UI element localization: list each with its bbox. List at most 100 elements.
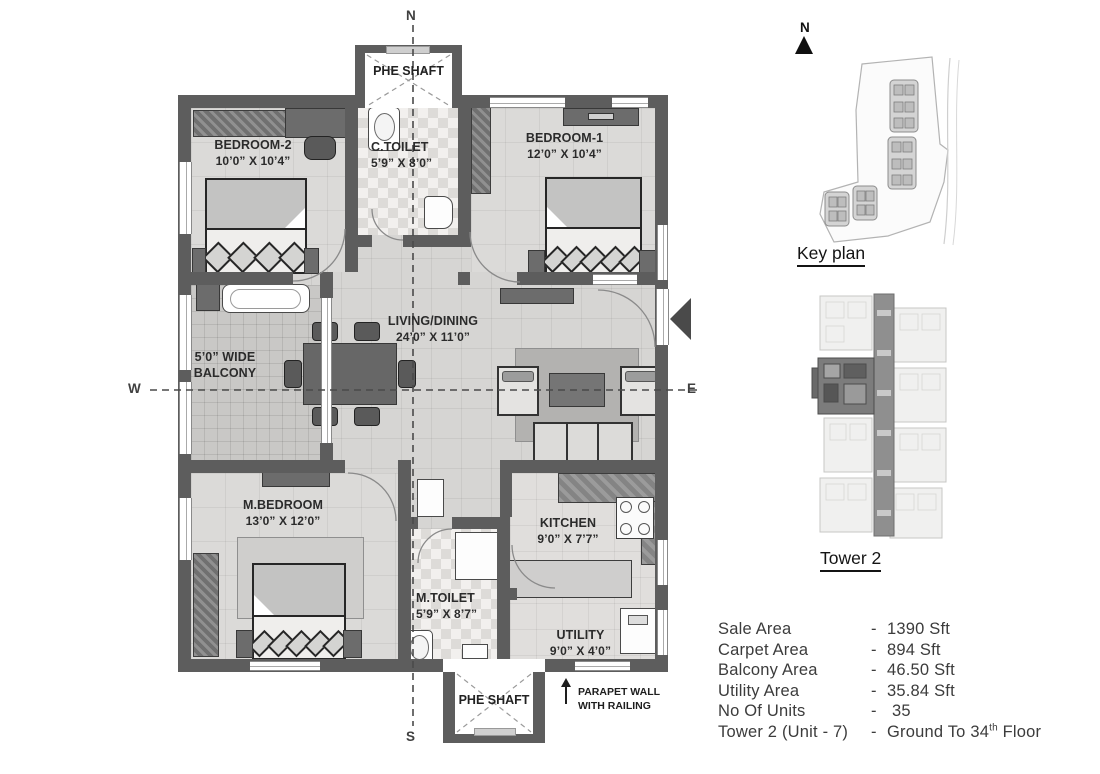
wall (403, 235, 458, 247)
wall (355, 45, 365, 108)
blanket-fold (547, 207, 567, 227)
room-dims: 5’9” X 8’7” (416, 607, 478, 621)
bedroom1-label: BEDROOM-1 12’0” X 10’4” (497, 130, 632, 162)
parapet-note: PARAPET WALL WITH RAILING (578, 686, 660, 713)
area-label: Tower 2 (Unit - 7) (718, 722, 849, 741)
wall (500, 460, 512, 517)
dining-chair (354, 407, 380, 426)
dash: - (871, 620, 877, 638)
area-label: Carpet Area (718, 640, 809, 659)
area-row-sale: Sale Area - 1390 Sft (718, 619, 1090, 640)
utility-label: UTILITY 9’0” X 4’0” (538, 627, 623, 659)
wall (458, 108, 471, 247)
dining-chair (284, 360, 302, 388)
balcony-cabinet (196, 283, 220, 311)
wall (398, 460, 411, 672)
wall (191, 272, 293, 285)
wall (503, 588, 517, 600)
area-details: Sale Area - 1390 Sft Carpet Area - 894 S… (718, 619, 1090, 743)
area-value: 894 Sft (887, 640, 941, 659)
stove (616, 497, 654, 539)
dining-chair (398, 360, 416, 388)
wall (452, 45, 462, 108)
parapet-line1: PARAPET WALL (578, 686, 661, 698)
bed-bedroom1 (541, 177, 646, 276)
dash: - (871, 681, 877, 700)
nightstand (639, 250, 656, 274)
compass-north: N (406, 8, 416, 23)
window (179, 382, 192, 454)
window (250, 661, 320, 671)
mbedroom-label: M.BEDROOM 13’0” X 12’0” (213, 497, 353, 529)
window (612, 97, 648, 108)
area-label: Sale Area (718, 620, 792, 638)
washbasin-mtoilet (462, 644, 488, 659)
room-dims: 9’0” X 4’0” (549, 644, 612, 658)
room-dims: 10’0” X 10’4” (215, 154, 291, 168)
parapet-arrow-stem (565, 686, 567, 704)
window (657, 225, 668, 280)
wall (320, 272, 333, 298)
compass-west: W (128, 381, 141, 396)
room-name: KITCHEN (539, 516, 597, 530)
entrance-arrow-icon (670, 298, 691, 340)
area-label: Balcony Area (718, 661, 818, 680)
phe-shaft-top-label: PHE SHAFT (373, 64, 444, 78)
wall (533, 672, 545, 743)
tower2-label: Tower 2 (820, 548, 882, 572)
parapet-line2: WITH RAILING (578, 699, 651, 712)
area-row-utility: Utility Area - 35.84 Sft (718, 681, 1090, 702)
room-dims: 13’0” X 12’0” (245, 514, 321, 528)
sofa (533, 422, 633, 463)
wall (191, 460, 345, 473)
key-plan-sketch (819, 56, 960, 246)
key-plan-label: Key plan (797, 243, 866, 267)
balcony-slider-window (321, 298, 332, 443)
nightstand (192, 248, 206, 274)
pillows (202, 241, 310, 274)
area-value: Ground To 34th Floor (887, 722, 1042, 741)
dresser-handle (588, 113, 614, 120)
area-row-units: No Of Units - 35 (718, 701, 1090, 722)
pillows (541, 243, 646, 274)
compass-south: S (406, 729, 416, 744)
area-value: 46.50 Sft (887, 661, 955, 680)
washbasin-ctoilet (424, 196, 453, 229)
window (179, 162, 192, 234)
area-row-floors: Tower 2 (Unit - 7) - Ground To 34th Floo… (718, 722, 1090, 743)
room-name: BEDROOM-2 (214, 138, 292, 152)
tv-console (500, 288, 574, 304)
room-name: BEDROOM-1 (525, 131, 604, 145)
room-name: LIVING/DINING (387, 314, 479, 328)
desk-chair-bedroom2 (304, 136, 336, 160)
dash: - (871, 661, 877, 680)
mtoilet-label: M.TOILET 5’9” X 8’7” (416, 590, 508, 622)
shower-tray (455, 532, 499, 580)
wall (655, 95, 668, 672)
area-value: 35.84 Sft (887, 681, 955, 700)
room-name: UTILITY (556, 628, 605, 642)
washing-machine-panel (628, 615, 648, 625)
wall (458, 272, 470, 285)
area-label: Utility Area (718, 681, 800, 700)
wall (443, 734, 545, 743)
shaft-vent (474, 728, 516, 736)
nightstand (528, 250, 545, 274)
washing-machine (620, 608, 656, 654)
area-value: 1390 Sft (887, 620, 951, 638)
wardrobe-bedroom2 (193, 110, 287, 137)
window (657, 610, 668, 655)
coffee-table (549, 373, 605, 407)
area-row-carpet: Carpet Area - 894 Sft (718, 640, 1090, 661)
armchair (497, 366, 539, 416)
main-door-opening (656, 289, 669, 345)
dining-table (303, 343, 397, 405)
room-dims: 5’9” X 8’0” (371, 156, 433, 170)
wall (178, 95, 355, 108)
dash: - (871, 702, 877, 721)
room-name: M.BEDROOM (242, 498, 324, 512)
shaft-vent (386, 46, 430, 54)
parapet-arrow-icon (561, 678, 571, 687)
room-name2: BALCONY (193, 366, 257, 380)
foyer-cabinet (417, 479, 444, 517)
